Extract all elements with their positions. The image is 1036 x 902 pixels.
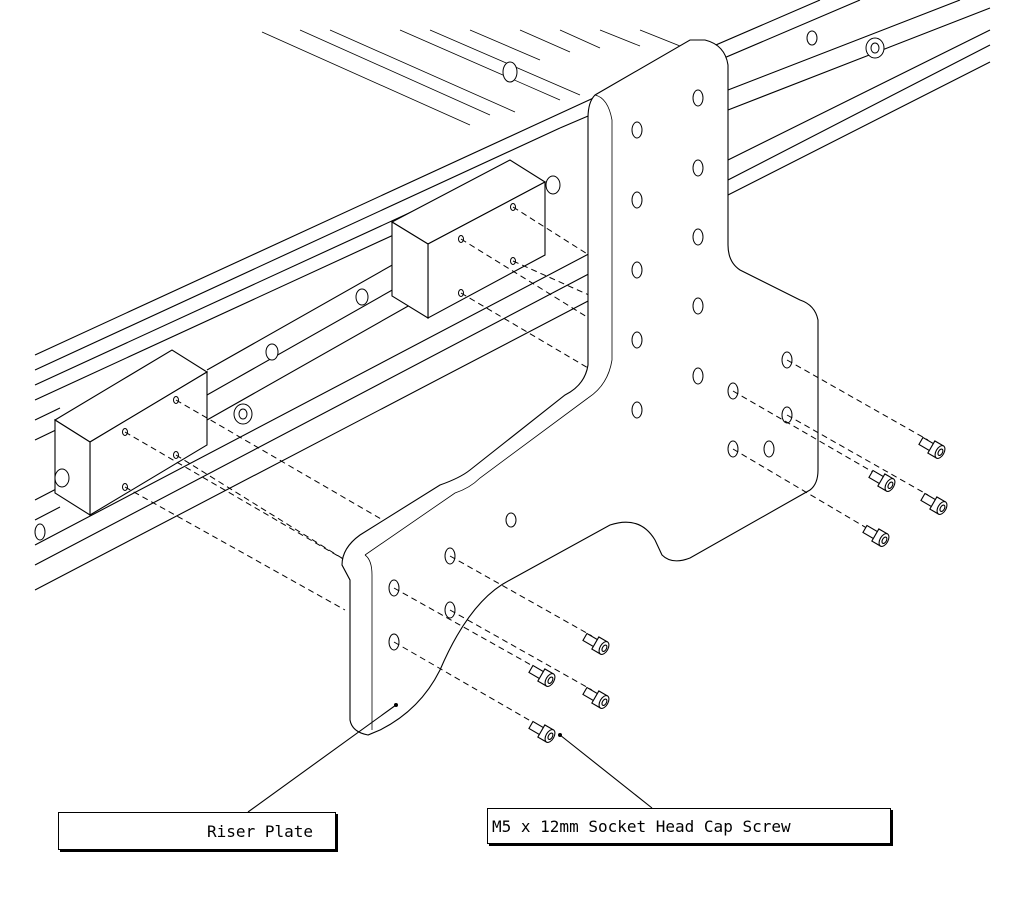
screw-7 [582, 686, 610, 709]
socket-head-screws [528, 436, 948, 743]
carriage-block-left [53, 349, 209, 516]
riser-plate-callout: Riser Plate [58, 812, 336, 850]
screw-label: M5 x 12mm Socket Head Cap Screw [492, 816, 791, 836]
screw-8 [528, 720, 556, 743]
screw-3 [920, 492, 948, 515]
alignment-lines-carriage [124, 206, 601, 611]
screw-5 [582, 632, 610, 655]
riser-plate [341, 39, 819, 736]
frame-top-extrusion [261, 29, 681, 126]
riser-plate-label: Riser Plate [207, 821, 313, 841]
carriage-block-right [390, 159, 561, 319]
riser-plate-holes [388, 89, 793, 651]
screw-6 [528, 664, 556, 687]
screw-2 [868, 469, 896, 492]
leader-lines [247, 703, 653, 813]
screw-4 [862, 524, 890, 547]
alignment-lines-screws [393, 359, 929, 725]
screw-1 [918, 436, 946, 459]
screw-callout: M5 x 12mm Socket Head Cap Screw [487, 808, 891, 844]
rail-holes [34, 30, 885, 541]
